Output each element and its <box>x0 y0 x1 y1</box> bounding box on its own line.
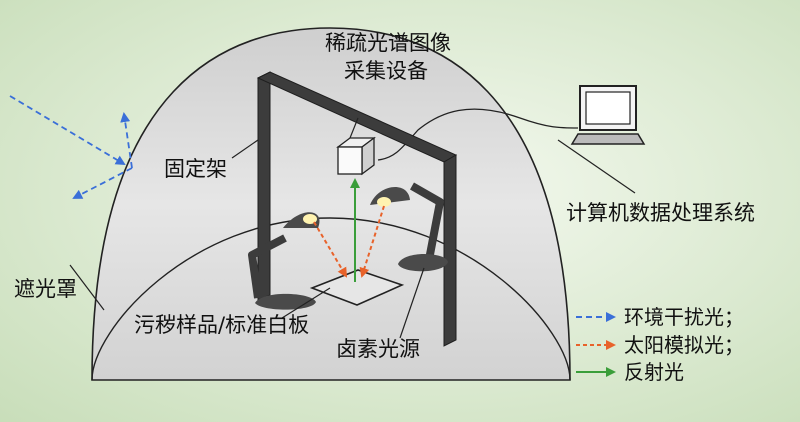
sample-leader-line <box>281 287 331 319</box>
laptop-icon <box>570 85 646 145</box>
ambient-ray-in <box>9 95 126 166</box>
legend-reflected: 反射光 <box>624 360 684 384</box>
halogen-lamp-icon-right <box>370 182 448 272</box>
stand-leader-line <box>231 139 259 159</box>
shade-leader-line <box>69 264 105 311</box>
device-leader-line <box>349 117 359 139</box>
stand-label: 固定架 <box>164 157 227 181</box>
computer-label: 计算机数据处理系统 <box>566 201 755 225</box>
dome-base-ellipse <box>91 217 571 381</box>
camera-icon <box>336 136 376 176</box>
halogen-leader-line <box>399 267 425 339</box>
device-label-line2: 采集设备 <box>344 59 428 83</box>
shade-label: 遮光罩 <box>14 277 77 301</box>
ambient-ray-left <box>72 167 133 199</box>
sample-label: 污秽样品/标准白板 <box>134 313 309 337</box>
halogen-label: 卤素光源 <box>336 337 420 361</box>
legend: 环境干扰光； 太阳模拟光； 反射光 <box>576 305 744 384</box>
halogen-lamp-icon <box>248 212 320 310</box>
sun-sim-ray-right <box>359 205 385 278</box>
sun-sim-ray-left <box>313 221 348 278</box>
legend-ambient: 环境干扰光； <box>624 305 744 329</box>
legend-sun-sim: 太阳模拟光； <box>624 333 744 357</box>
device-label-line1: 稀疏光谱图像 <box>325 31 451 55</box>
data-cable <box>377 108 579 161</box>
computer-leader-line <box>557 139 636 194</box>
ambient-ray-up <box>120 112 133 169</box>
